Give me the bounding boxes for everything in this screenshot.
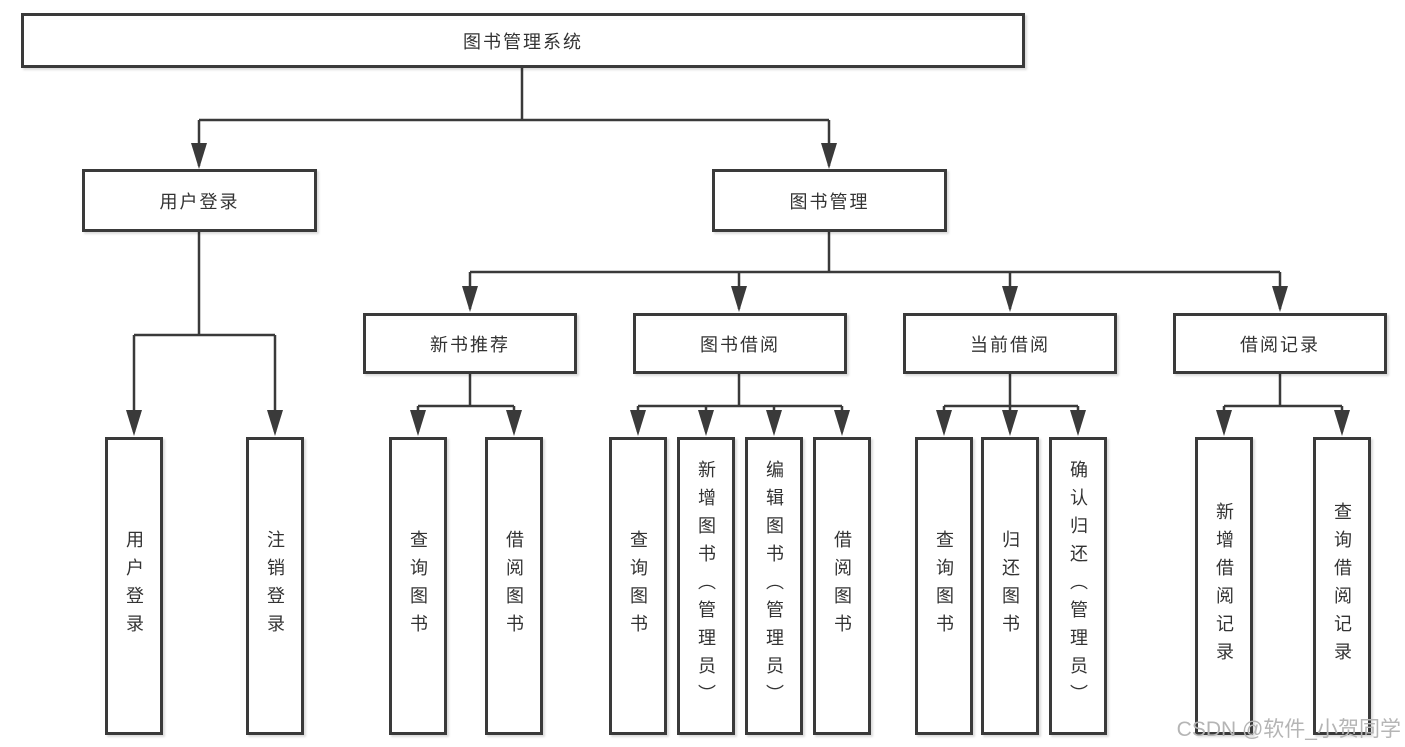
node-book-management: 图书管理	[712, 169, 947, 232]
leaf-user-login-label: 用户登录	[124, 530, 144, 642]
leaf-user-login: 用户登录	[105, 437, 163, 735]
leaf-logout-label: 注销登录	[265, 530, 285, 642]
leaf-add-borrow-record: 新增借阅记录	[1195, 437, 1253, 735]
node-book-borrow: 图书借阅	[633, 313, 847, 374]
node-user-login: 用户登录	[82, 169, 317, 232]
node-new-book-recommend-label: 新书推荐	[430, 334, 510, 355]
leaf-borrow-books: 借阅图书	[813, 437, 871, 735]
node-root-label: 图书管理系统	[463, 31, 583, 52]
leaf-logout: 注销登录	[246, 437, 304, 735]
leaf-borrow-books-recommend-label: 借阅图书	[504, 530, 524, 642]
node-new-book-recommend: 新书推荐	[363, 313, 577, 374]
leaf-query-books-recommend: 查询图书	[389, 437, 447, 735]
leaf-return-books: 归还图书	[981, 437, 1039, 735]
leaf-add-borrow-record-label: 新增借阅记录	[1214, 502, 1234, 670]
leaf-query-books-current: 查询图书	[915, 437, 973, 735]
leaf-borrow-books-recommend: 借阅图书	[485, 437, 543, 735]
leaf-query-books-borrow-label: 查询图书	[628, 530, 648, 642]
leaf-add-book-admin-label: 新增图书（管理员）	[696, 460, 716, 712]
node-current-borrow: 当前借阅	[903, 313, 1117, 374]
leaf-query-books-borrow: 查询图书	[609, 437, 667, 735]
leaf-edit-book-admin-label: 编辑图书（管理员）	[764, 460, 784, 712]
csdn-watermark: CSDN @软件_小贺同学	[1176, 718, 1401, 741]
leaf-confirm-return-admin-label: 确认归还（管理员）	[1068, 460, 1088, 712]
leaf-query-borrow-record-label: 查询借阅记录	[1332, 502, 1352, 670]
leaf-query-borrow-record: 查询借阅记录	[1313, 437, 1371, 735]
node-borrow-records: 借阅记录	[1173, 313, 1387, 374]
leaf-edit-book-admin: 编辑图书（管理员）	[745, 437, 803, 735]
leaf-query-books-recommend-label: 查询图书	[408, 530, 428, 642]
node-current-borrow-label: 当前借阅	[970, 334, 1050, 355]
node-book-management-label: 图书管理	[789, 191, 870, 212]
node-book-borrow-label: 图书借阅	[700, 334, 780, 355]
node-user-login-label: 用户登录	[159, 191, 240, 212]
leaf-confirm-return-admin: 确认归还（管理员）	[1049, 437, 1107, 735]
node-borrow-records-label: 借阅记录	[1240, 334, 1320, 355]
leaf-borrow-books-label: 借阅图书	[832, 530, 852, 642]
leaf-query-books-current-label: 查询图书	[934, 530, 954, 642]
node-root: 图书管理系统	[21, 13, 1025, 68]
leaf-add-book-admin: 新增图书（管理员）	[677, 437, 735, 735]
leaf-return-books-label: 归还图书	[1000, 530, 1020, 642]
